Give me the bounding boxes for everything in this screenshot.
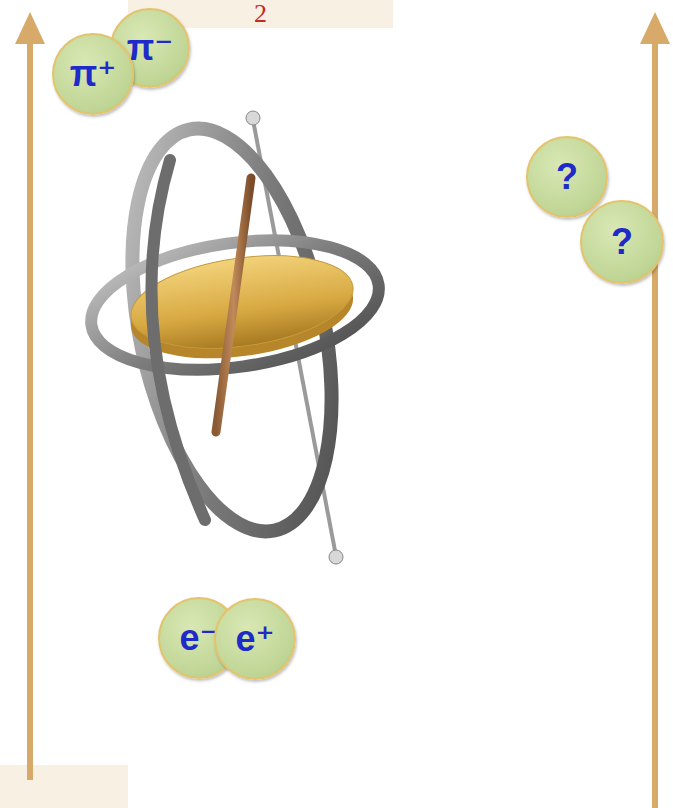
pivot-knob bbox=[329, 550, 343, 564]
particle-circle: ? bbox=[580, 200, 664, 284]
particle-label: π⁺ bbox=[70, 56, 117, 92]
particle-label: e⁻ bbox=[179, 620, 218, 656]
pivot-knob bbox=[246, 111, 260, 125]
arrow-head bbox=[15, 12, 45, 44]
axis-arrow bbox=[27, 38, 33, 780]
particle-circle: π⁺ bbox=[52, 33, 134, 115]
particle-label: ? bbox=[556, 159, 578, 195]
corner-panel bbox=[0, 765, 128, 808]
arrow-head bbox=[640, 12, 670, 44]
gimbal-ring bbox=[99, 110, 364, 549]
particle-label: e⁺ bbox=[235, 621, 274, 657]
rotor-axle bbox=[216, 178, 251, 432]
gimbal-ring bbox=[151, 160, 205, 520]
particle-label: π⁻ bbox=[127, 30, 174, 66]
axis-arrow bbox=[652, 38, 658, 808]
particle-label: ? bbox=[611, 224, 633, 260]
slide-number: 2 bbox=[254, 1, 267, 27]
particle-circle: ? bbox=[526, 136, 608, 218]
particle-circle: e⁺ bbox=[214, 598, 296, 680]
